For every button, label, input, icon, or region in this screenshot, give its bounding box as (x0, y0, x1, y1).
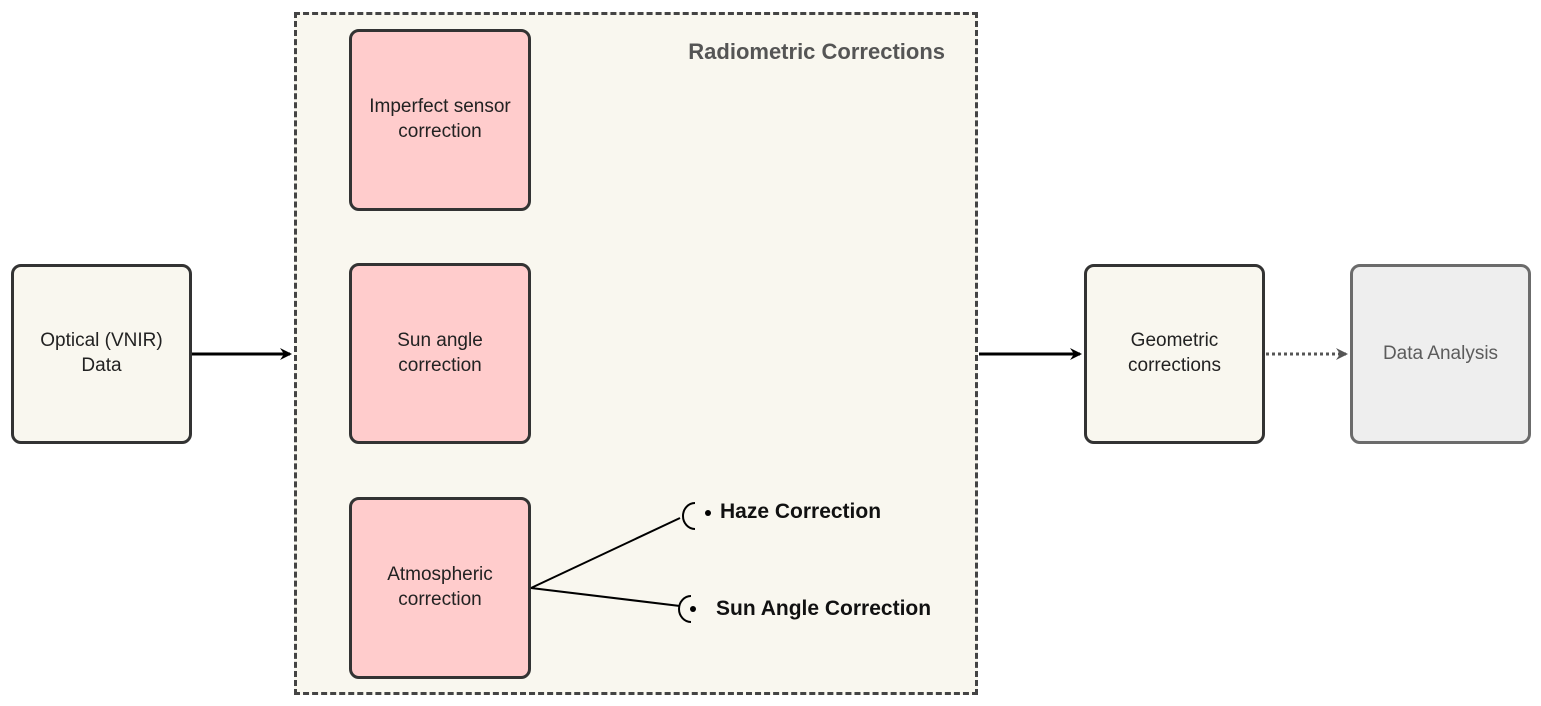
edge-atmospheric-to-sun-angle (530, 587, 681, 607)
edge-atmospheric-to-haze (530, 517, 681, 589)
data-analysis-node[interactable]: Data Analysis (1350, 264, 1531, 444)
atmospheric-label: Atmospheric correction (387, 564, 493, 610)
optical-data-label: Optical (VNIR) Data (40, 330, 163, 376)
haze-connector-icon (682, 502, 696, 530)
imperfect-sensor-node[interactable]: Imperfect sensor correction (349, 29, 531, 211)
sun-angle-correction-label: Sun Angle Correction (716, 597, 932, 620)
imperfect-sensor-label: Imperfect sensor correction (369, 96, 511, 142)
haze-bullet-icon (705, 510, 711, 516)
optical-data-node[interactable]: Optical (VNIR) Data (11, 264, 192, 444)
atmospheric-node[interactable]: Atmospheric correction (349, 497, 531, 679)
group-title: Radiometric Corrections (688, 39, 945, 64)
sun-angle-bullet-icon (690, 606, 696, 612)
haze-correction-label: Haze Correction (720, 500, 882, 523)
sun-angle-connector-icon (678, 595, 692, 623)
geometric-label: Geometric corrections (1128, 330, 1221, 376)
geometric-node[interactable]: Geometric corrections (1084, 264, 1265, 444)
sun-angle-node[interactable]: Sun angle correction (349, 263, 531, 444)
sun-angle-label: Sun angle correction (397, 329, 483, 376)
data-analysis-label: Data Analysis (1382, 342, 1499, 364)
